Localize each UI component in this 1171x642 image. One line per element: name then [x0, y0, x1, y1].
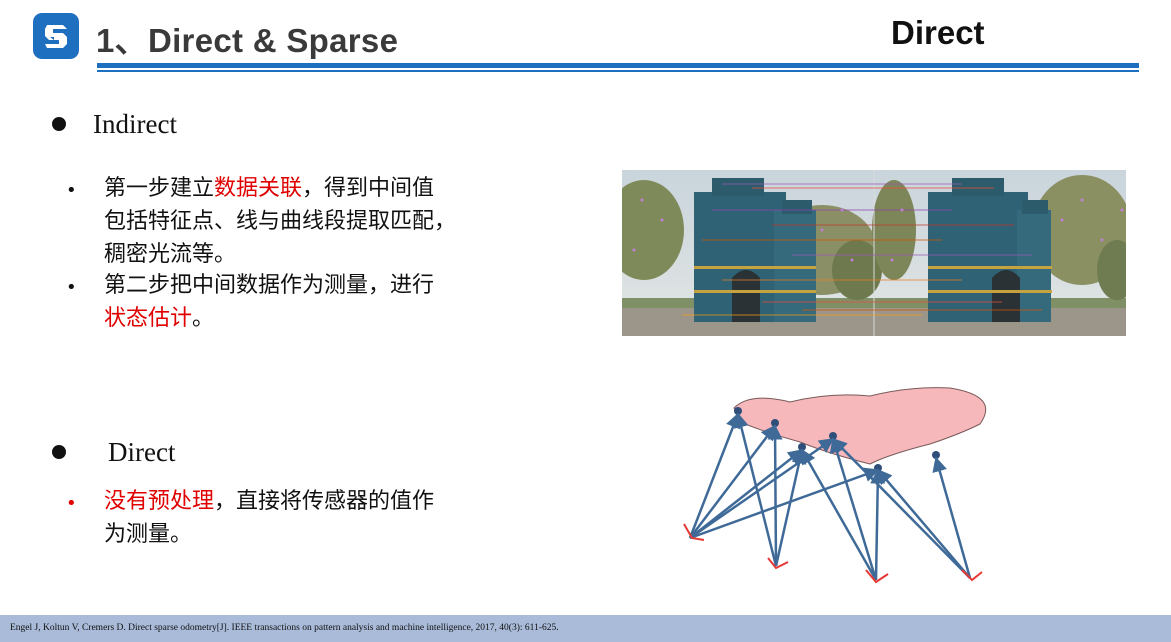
title-underline [97, 63, 1139, 68]
logo-icon [33, 13, 79, 59]
keypoints [632, 198, 1124, 262]
list-bullet: • [66, 180, 77, 201]
text-line: 没有预处理，直接将传感器的值作 [104, 489, 435, 514]
text-line: 为测量。 [104, 522, 193, 547]
section-label-direct: Direct [108, 437, 176, 467]
list-bullet: • [66, 277, 77, 298]
gate-left [694, 178, 816, 322]
text-line: 状态估计。 [104, 306, 215, 331]
list-bullet: • [66, 493, 77, 514]
text-line: 稠密光流等。 [104, 242, 237, 267]
section-bullet [52, 117, 66, 131]
gate-right [928, 178, 1052, 322]
match-lines [682, 183, 1042, 316]
projection-arrows [688, 412, 972, 581]
highlight-text: 状态估计 [104, 306, 193, 331]
highlight-text: 没有预处理 [104, 489, 215, 514]
surface-shape [733, 387, 987, 465]
text-line: 包括特征点、线与曲线段提取匹配， [104, 209, 457, 234]
citation: Engel J, Koltun V, Cremers D. Direct spa… [10, 623, 559, 633]
highlight-text: 数据关联 [214, 176, 303, 201]
list-item-indirect-step2: 第二步把中间数据作为测量，进行 状态估计。 [104, 269, 434, 335]
section-tag: Direct [891, 14, 985, 51]
direct-projection-diagram [683, 387, 987, 584]
text-line: 第一步建立数据关联，得到中间值 [104, 176, 435, 201]
section-label-indirect: Indirect [93, 109, 177, 139]
list-item-indirect-step1: 第一步建立数据关联，得到中间值 包括特征点、线与曲线段提取匹配， 稠密光流等。 [104, 172, 456, 271]
feature-matching-photo [622, 170, 1126, 336]
camera-markers [683, 523, 983, 584]
text-line: 第二步把中间数据作为测量，进行 [104, 273, 435, 298]
title-underline-thin [97, 70, 1139, 72]
list-item-direct: 没有预处理，直接将传感器的值作 为测量。 [104, 485, 434, 551]
section-bullet [52, 445, 66, 459]
footer-bar: Engel J, Koltun V, Cremers D. Direct spa… [0, 615, 1171, 642]
page-title: 1、Direct & Sparse [96, 22, 399, 59]
